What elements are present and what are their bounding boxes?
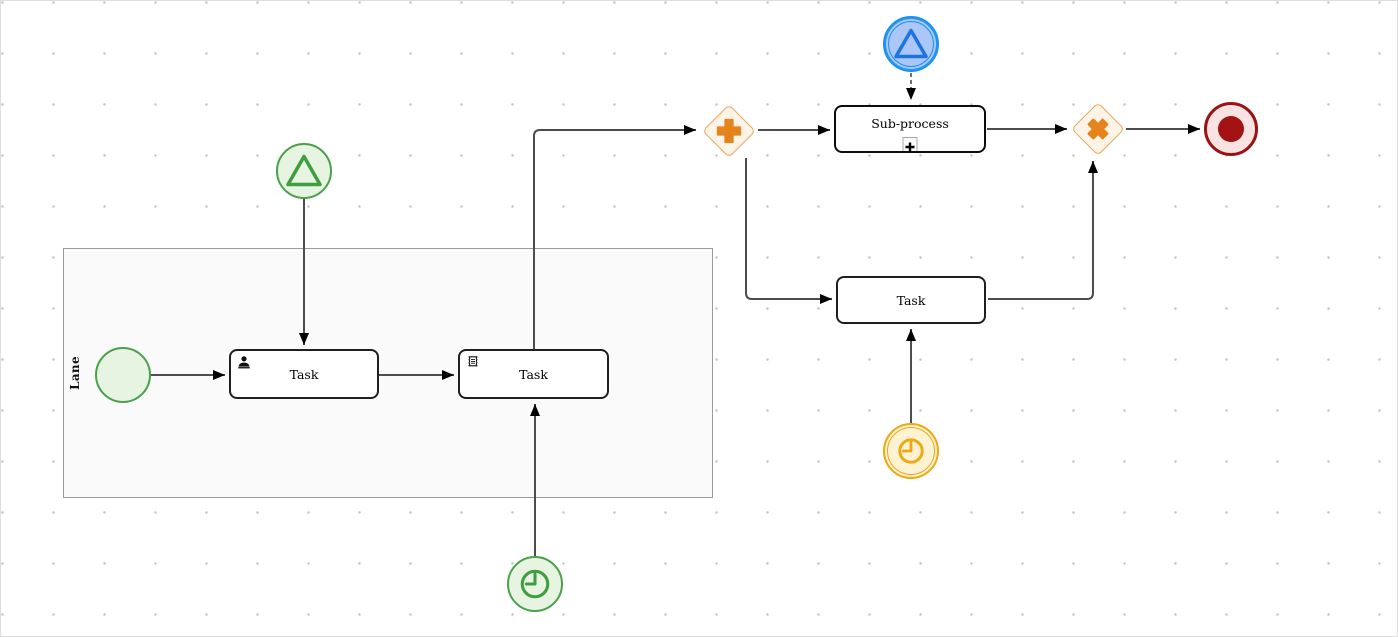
- signal-boundary-event[interactable]: [883, 16, 939, 72]
- flow-task2-to-parallel-gateway[interactable]: [533, 125, 696, 349]
- signal-start-event[interactable]: [276, 143, 332, 199]
- signal-icon: [894, 28, 928, 59]
- signal-icon: [286, 154, 322, 187]
- collapsed-subprocess-marker[interactable]: [902, 137, 918, 152]
- timer-icon: [898, 438, 924, 464]
- script-icon: [468, 356, 478, 367]
- task-user[interactable]: Task: [229, 349, 379, 399]
- start-event[interactable]: [95, 347, 151, 403]
- end-event-dot: [1218, 116, 1244, 142]
- end-event[interactable]: [1204, 102, 1258, 156]
- subprocess[interactable]: Sub-process: [834, 105, 986, 153]
- timer-icon: [520, 569, 550, 599]
- plus-icon: [905, 142, 915, 152]
- event-inner-ring: [887, 427, 935, 475]
- flow-task3-to-x-gateway[interactable]: [988, 161, 1098, 300]
- task-label: Task: [896, 292, 926, 308]
- timer-intermediate-event[interactable]: [883, 423, 939, 479]
- subprocess-label: Sub-process: [871, 116, 949, 131]
- task-plain[interactable]: Task: [836, 276, 986, 324]
- task-label: Task: [289, 366, 319, 382]
- plus-icon: [716, 118, 742, 144]
- event-inner-ring: [888, 21, 934, 67]
- task-script[interactable]: Task: [458, 349, 609, 399]
- flow-gateway-to-task3[interactable]: [745, 158, 832, 304]
- timer-start-event[interactable]: [507, 556, 563, 612]
- user-icon: [238, 356, 250, 369]
- task-label: Task: [519, 366, 548, 382]
